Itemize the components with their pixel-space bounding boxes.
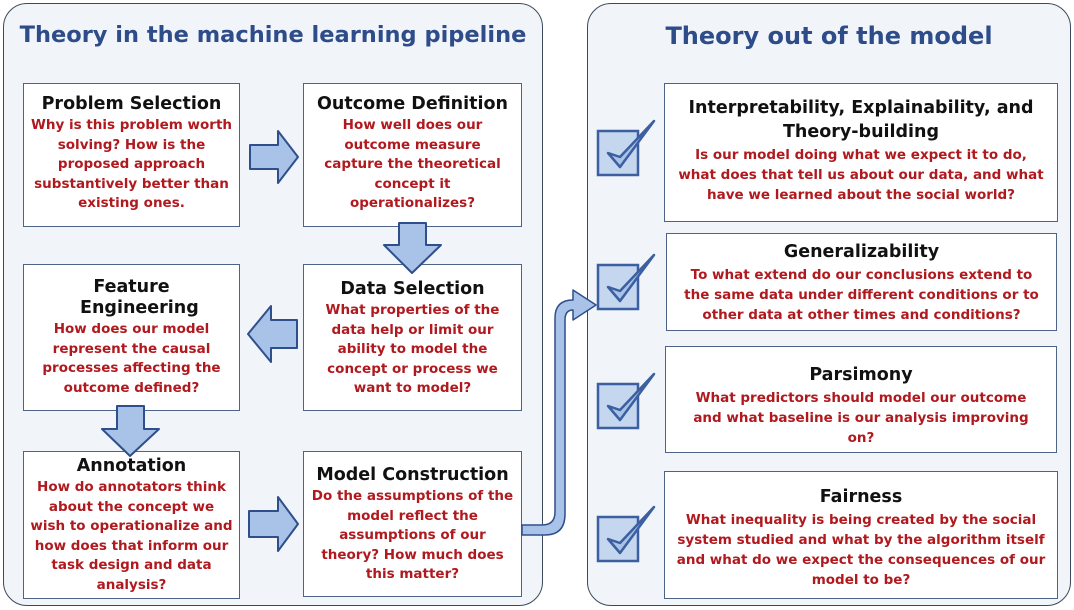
arrow-right-icon: [248, 496, 299, 552]
box-desc: Is our model doing what we expect it to …: [678, 147, 1044, 203]
arrow-down-icon: [101, 405, 160, 457]
interpretability-box: Interpretability, Explainability, and Th…: [664, 83, 1058, 222]
box-desc: How do annotators think about the concep…: [30, 479, 233, 593]
generalizability-box: Generalizability To what extend do our c…: [666, 233, 1057, 331]
box-desc: How does our model represent the causal …: [42, 321, 221, 396]
outcome-definition-box: Outcome Definition How well does our out…: [303, 83, 522, 227]
model-construction-box: Model Construction Do the assumptions of…: [303, 451, 522, 597]
box-title: Annotation: [76, 456, 187, 476]
box-title: Interpretability, Explainability, and Th…: [688, 98, 1034, 142]
curved-arrow-icon: [521, 289, 597, 536]
box-desc: How well does our outcome measure captur…: [324, 117, 501, 211]
problem-selection-box: Problem Selection Why is this problem wo…: [23, 83, 240, 227]
box-title: Feature Engineering: [80, 277, 199, 318]
fairness-box: Fairness What inequality is being create…: [664, 471, 1058, 599]
arrow-left-icon: [247, 305, 298, 363]
arrow-down-icon: [383, 222, 442, 274]
box-desc: What predictors should model our outcome…: [693, 390, 1029, 446]
box-title: Parsimony: [809, 365, 913, 385]
box-title: Data Selection: [340, 279, 485, 299]
checkbox-check-icon: [596, 372, 656, 430]
feature-engineering-box: Feature Engineering How does our model r…: [23, 264, 240, 411]
box-desc: What properties of the data help or limi…: [325, 302, 500, 396]
parsimony-box: Parsimony What predictors should model o…: [665, 346, 1057, 453]
checkbox-check-icon: [596, 119, 656, 177]
annotation-box: Annotation How do annotators think about…: [23, 451, 240, 599]
box-desc: Do the assumptions of the model reflect …: [311, 488, 514, 582]
box-title: Model Construction: [316, 465, 509, 485]
data-selection-box: Data Selection What properties of the da…: [303, 264, 522, 411]
box-title: Outcome Definition: [317, 94, 508, 114]
checkbox-check-icon: [596, 505, 656, 563]
box-title: Generalizability: [783, 242, 940, 262]
right-panel-title: Theory out of the model: [665, 22, 993, 50]
left-panel-title: Theory in the machine learning pipeline: [19, 22, 527, 48]
box-desc: To what extend do our conclusions extend…: [684, 267, 1039, 323]
box-desc: What inequality is being created by the …: [676, 512, 1046, 588]
arrow-right-icon: [249, 130, 299, 184]
box-title: Problem Selection: [41, 94, 222, 114]
box-desc: Why is this problem worth solving? How i…: [30, 117, 233, 211]
box-title: Fairness: [819, 487, 903, 507]
checkbox-check-icon: [596, 253, 656, 311]
